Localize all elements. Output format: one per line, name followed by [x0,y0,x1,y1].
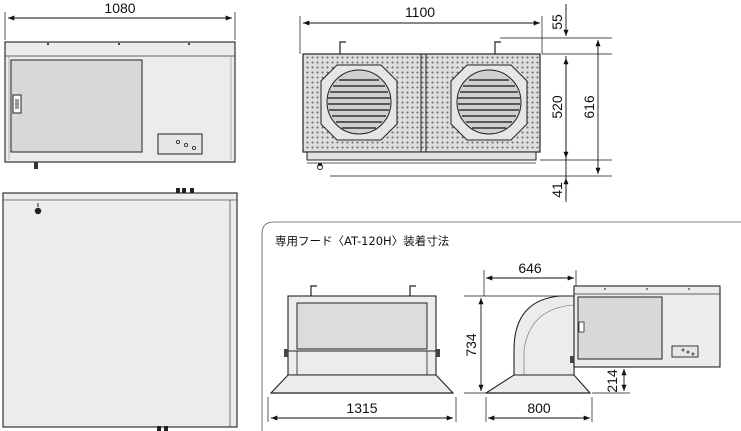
front-access-panel [10,59,143,153]
hood-top-depth-label: 646 [518,260,542,276]
side-width-label: 1100 [405,4,435,20]
hood-bottom-depth-label: 800 [527,400,551,416]
hood-front-view: 1315 [267,285,457,422]
hood-duct [513,295,575,376]
drain-pan [306,151,537,161]
side-body-height-label: 520 [549,95,565,119]
fan-grille-left [320,64,398,141]
hood-side-view: 734 646 800 214 [463,260,721,422]
side-view: 1100 [299,4,612,202]
hood-front-width-label: 1315 [346,400,377,416]
hood-skirt-height-label: 214 [604,369,620,393]
hood-height-label: 734 [463,333,479,357]
plan-unit-body [2,192,238,428]
side-total-height-label: 616 [581,95,597,119]
hood-section-frame [261,221,741,431]
side-bottom-offset-label: 41 [549,182,565,198]
hood-door-latch-icon [578,321,585,333]
hood-caption: 専用フード〈AT-120H〉装着寸法 [275,234,449,248]
front-width-label: 1080 [104,0,135,16]
hood-side-skirt [484,374,592,394]
fan-grille-right [450,64,528,141]
hood-front-skirt [269,374,455,394]
control-box [157,133,203,155]
front-view: 1080 [4,0,236,169]
plan-view [2,188,238,431]
bolt-icon [34,207,42,215]
drain-fitting [34,162,38,169]
side-top-offset-label: 55 [549,14,565,30]
